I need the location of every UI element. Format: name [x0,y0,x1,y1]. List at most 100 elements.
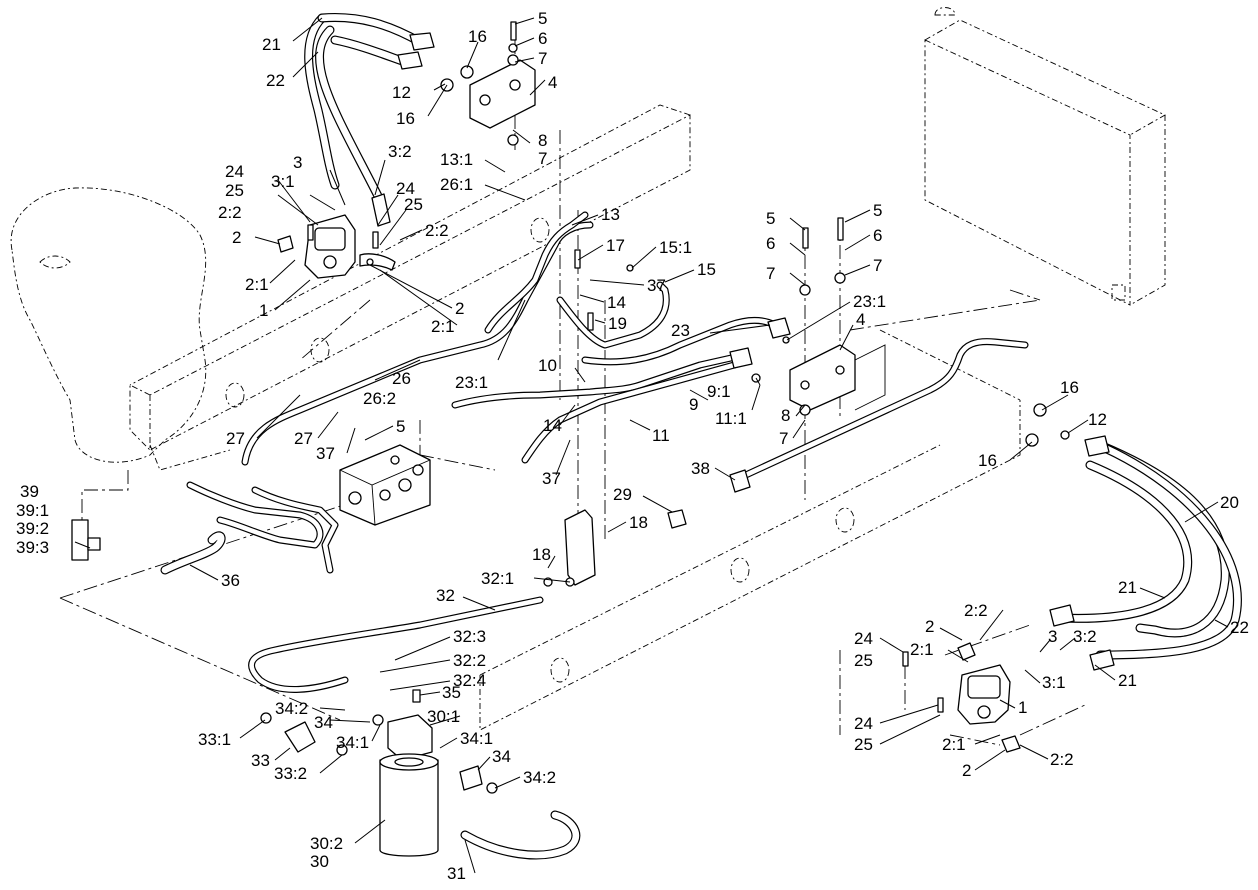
callout-label: 32:1 [481,569,514,588]
callout-label: 23:1 [455,373,488,392]
callout-label: 2:2 [218,203,242,222]
callout-label: 17 [606,236,625,255]
callout-label: 37 [542,469,561,488]
callout-label: 2:1 [910,640,934,659]
callout-label: 1 [1018,698,1027,717]
callout-label: 5 [766,209,775,228]
callout-label: 34:2 [523,768,556,787]
callout-label: 7 [538,49,547,68]
callout-label: 24 [225,162,244,181]
callout-label: 2:2 [425,221,449,240]
callout-label: 3:1 [1042,673,1066,692]
callout-label: 21 [1118,578,1137,597]
callout-label: 25 [854,735,873,754]
callout-label: 25 [404,195,423,214]
fitting-39-tee [71,519,101,561]
callout-label: 25 [225,181,244,200]
callout-label: 12 [392,83,411,102]
tube-13 [484,211,589,334]
callout-label: 7 [779,429,788,448]
callout-label: 6 [873,226,882,245]
fitting-38-nut [729,469,751,493]
callout-label: 23:1 [853,292,886,311]
callout-label: 34 [314,713,333,732]
callout-label: 5 [396,417,405,436]
callout-label: 34 [492,747,511,766]
callout-label: 4 [548,73,557,92]
callout-label: 31 [447,864,466,883]
callout-label: 21 [1118,671,1137,690]
callout-label: 26:1 [440,175,473,194]
fitting-lower-hose-ends [1049,435,1115,671]
callout-label: 39 [20,482,39,501]
tube-23 [581,317,779,366]
callout-leader-lines [74,17,1229,874]
tube-11 [521,358,749,464]
callout-label: 19 [608,314,627,333]
callout-label: 2 [925,617,934,636]
callout-label: 22 [266,71,285,90]
callout-label: 15:1 [659,238,692,257]
callout-label: 9:1 [707,382,731,401]
fitting-29-nut [667,509,687,529]
tube-26-long [241,221,594,466]
fitting-23-pair [729,317,791,369]
callout-label: 32 [436,586,455,605]
fuel-tank-outline [10,187,231,471]
callout-label: 35 [442,683,461,702]
callout-label: 16 [468,27,487,46]
callout-label: 2:1 [431,317,455,336]
hydraulic-motor-upper [277,214,396,279]
callout-label: 34:1 [460,729,493,748]
callout-label: 2:2 [1050,750,1074,769]
tube-32 [248,596,544,693]
callout-label: 34:2 [275,699,308,718]
fitting-34-lower [459,765,483,791]
hose-31 [460,810,581,860]
callout-label: 8 [538,131,547,150]
callout-label: 24 [854,714,873,733]
callout-label: 3:2 [1073,627,1097,646]
hose-36 [160,531,226,575]
bolts-and-screws [307,21,944,713]
callout-label: 33:2 [274,764,307,783]
callout-label: 32:3 [453,627,486,646]
callout-label: 39:2 [16,519,49,538]
callout-label: 13 [601,205,620,224]
callout-label: 30 [310,852,329,871]
callout-label: 21 [262,35,281,54]
callout-label: 16 [978,451,997,470]
callout-label: 36 [221,571,240,590]
callout-label: 30:2 [310,834,343,853]
callout-label: 26:2 [363,389,396,408]
callout-label: 2:2 [964,601,988,620]
callout-label: 32:2 [453,651,486,670]
fitting-upper-hose-ends [371,32,435,227]
callout-label: 10 [538,356,557,375]
callout-label: 6 [538,29,547,48]
callout-label: 16 [1060,378,1079,397]
callout-label: 2 [232,228,241,247]
valve-manifold [339,444,431,526]
callout-label: 2:1 [245,275,269,294]
filter-head-and-filter [379,714,439,857]
callout-label: 8 [781,406,790,425]
callout-label: 9 [689,395,698,414]
callout-label: 14 [543,416,562,435]
callout-label: 27 [226,429,245,448]
callout-label: 30:1 [427,707,460,726]
callout-label: 2:1 [942,735,966,754]
tube-38 [731,338,1029,484]
small-washers [260,43,1070,794]
callout-label: 3 [293,153,302,172]
callout-label: 24 [396,179,415,198]
callout-labels: 5 6 7 16 21 22 12 16 4 8 7 3 3:2 13:1 24… [16,9,1249,883]
callout-label: 33:1 [198,730,231,749]
callout-label: 11:1 [715,409,747,428]
callout-label: 15 [697,260,716,279]
tube-9 [451,352,744,409]
callout-label: 3 [1048,627,1057,646]
callout-label: 29 [613,485,632,504]
callout-label: 39:1 [16,501,49,520]
